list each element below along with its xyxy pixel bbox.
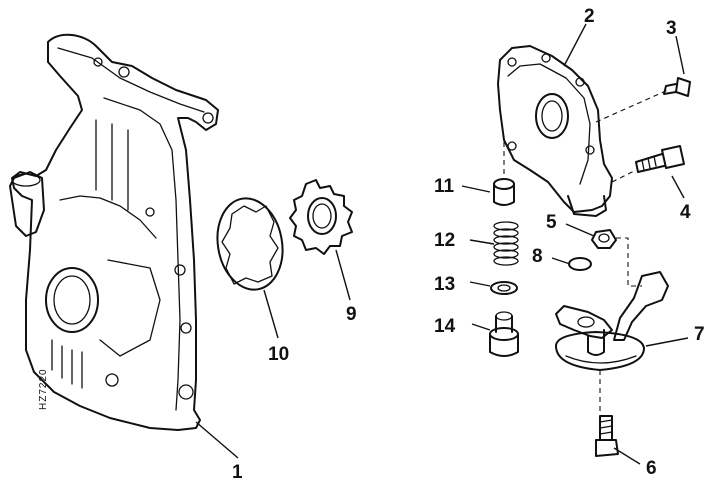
- callout-4: 4: [680, 202, 691, 223]
- pickup-bolt-part: [591, 229, 617, 249]
- callout-9: 9: [346, 304, 357, 325]
- callout-10: 10: [268, 344, 289, 365]
- valve-plug-part: [489, 311, 519, 357]
- sealing-washer-part: [490, 281, 518, 295]
- driven-gear-part: [289, 179, 353, 255]
- timing-cover-part: [9, 33, 219, 431]
- bolt-part: [635, 145, 685, 173]
- screw-part: [663, 77, 691, 97]
- o-ring-part: [568, 257, 592, 271]
- drive-gear-ring-part: [216, 197, 284, 291]
- leader-lines: [195, 23, 689, 465]
- callout-12: 12: [434, 230, 455, 251]
- callout-11: 11: [434, 176, 455, 197]
- callout-7: 7: [694, 324, 705, 345]
- relief-valve-plunger-part: [493, 178, 515, 206]
- callout-3: 3: [666, 18, 677, 39]
- drawing-code: HZ7220: [38, 368, 49, 410]
- strainer-bolt-part: [595, 415, 619, 457]
- assembly-lines: [503, 89, 669, 414]
- callout-2: 2: [584, 6, 595, 27]
- callout-8: 8: [532, 246, 543, 267]
- oil-strainer-part: [555, 271, 669, 371]
- relief-valve-spring-part: [493, 221, 519, 266]
- callout-5: 5: [546, 212, 557, 233]
- callout-13: 13: [434, 274, 455, 295]
- callout-6: 6: [646, 458, 657, 479]
- oil-pump-body-part: [497, 45, 613, 217]
- callout-14: 14: [434, 316, 456, 337]
- callout-1: 1: [232, 462, 243, 483]
